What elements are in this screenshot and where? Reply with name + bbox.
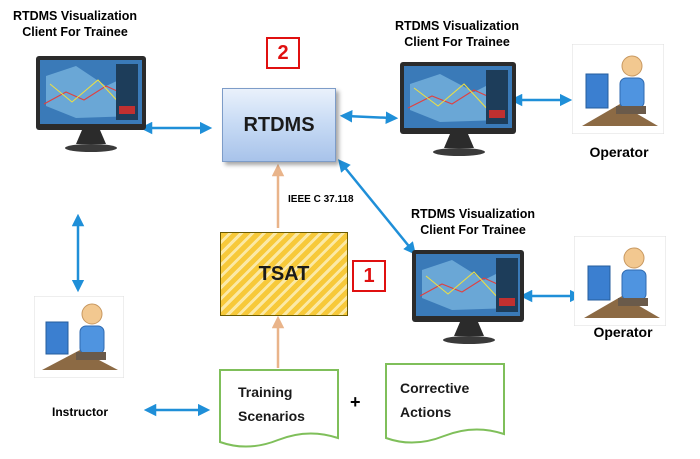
client-label-line1: RTDMS Visualization bbox=[394, 19, 520, 33]
monitor-icon bbox=[412, 250, 524, 344]
client-label-line2: Client For Trainee bbox=[404, 35, 510, 49]
client-label-line1: RTDMS Visualization bbox=[12, 9, 138, 23]
corrective-actions-text: Corrective Actions bbox=[400, 376, 500, 424]
operator-icon bbox=[574, 236, 666, 326]
badge-rtdms: 2 bbox=[266, 37, 300, 69]
protocol-label: IEEE C 37.118 bbox=[288, 194, 354, 205]
client-label-mid-right: RTDMS Visualization Client For Trainee bbox=[398, 206, 548, 238]
badge-tsat: 1 bbox=[352, 260, 386, 292]
monitor-icon bbox=[400, 62, 516, 156]
tsat-box: TSAT bbox=[220, 232, 348, 316]
doc-line: Training bbox=[238, 384, 293, 400]
rtdms-box: RTDMS bbox=[222, 88, 336, 162]
corrective-actions-doc bbox=[385, 363, 505, 444]
doc-line: Corrective bbox=[400, 380, 470, 396]
operator-label: Operator bbox=[589, 144, 649, 160]
monitor-icon bbox=[36, 56, 146, 152]
client-label-top-left: RTDMS Visualization Client For Trainee bbox=[0, 8, 150, 40]
operator-icon bbox=[572, 44, 664, 134]
client-label-line1: RTDMS Visualization bbox=[410, 207, 536, 221]
arrow-rtdms-client-right bbox=[339, 110, 399, 124]
operator-label: Operator bbox=[593, 324, 653, 340]
training-scenarios-doc bbox=[219, 369, 339, 448]
training-scenarios-text: Training Scenarios bbox=[238, 380, 328, 428]
client-label-line2: Client For Trainee bbox=[22, 25, 128, 39]
plus-sign: + bbox=[350, 392, 361, 412]
arrow-rtdms-client-mid bbox=[338, 159, 416, 255]
instructor-icon bbox=[34, 296, 124, 378]
client-label-line2: Client For Trainee bbox=[420, 223, 526, 237]
client-label-top-right: RTDMS Visualization Client For Trainee bbox=[382, 18, 532, 50]
doc-line: Actions bbox=[400, 404, 452, 420]
instructor-label: Instructor bbox=[51, 405, 108, 419]
doc-line: Scenarios bbox=[238, 408, 305, 424]
